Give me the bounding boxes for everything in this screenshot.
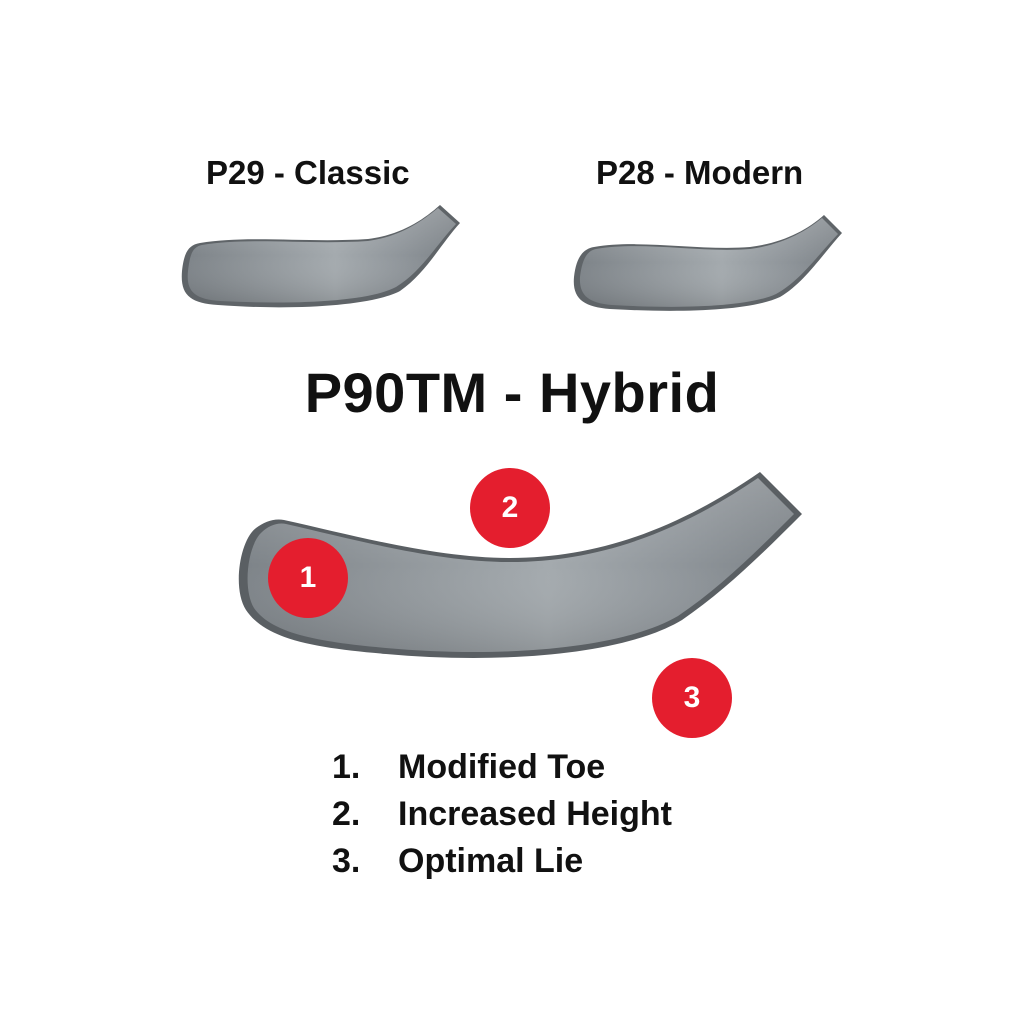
- badge-2-increased-height: 2: [470, 468, 550, 548]
- p28-modern-blade-image: [573, 215, 842, 311]
- badge-3-optimal-lie: 3: [652, 658, 732, 738]
- feature-number: 1.: [332, 748, 361, 786]
- feature-text: Modified Toe: [398, 748, 606, 786]
- feature-number: 3.: [332, 842, 361, 880]
- p29-classic-blade-image: [181, 205, 461, 308]
- badge-1-modified-toe: 1: [268, 538, 348, 618]
- feature-item-optimal-lie: 3. Optimal Lie: [332, 838, 672, 885]
- feature-item-modified-toe: 1. Modified Toe: [332, 744, 672, 791]
- hybrid-title: P90TM - Hybrid: [304, 361, 720, 424]
- p90tm-hybrid-blade-image: [238, 472, 802, 658]
- feature-item-increased-height: 2. Increased Height: [332, 791, 672, 838]
- feature-list: 1. Modified Toe 2. Increased Height 3. Opti…: [332, 744, 672, 885]
- feature-text: Increased Height: [398, 795, 672, 833]
- feature-number: 2.: [332, 795, 361, 833]
- p29-classic-label: P29 - Classic: [206, 154, 410, 191]
- feature-text: Optimal Lie: [398, 842, 584, 880]
- p28-modern-label: P28 - Modern: [596, 154, 804, 191]
